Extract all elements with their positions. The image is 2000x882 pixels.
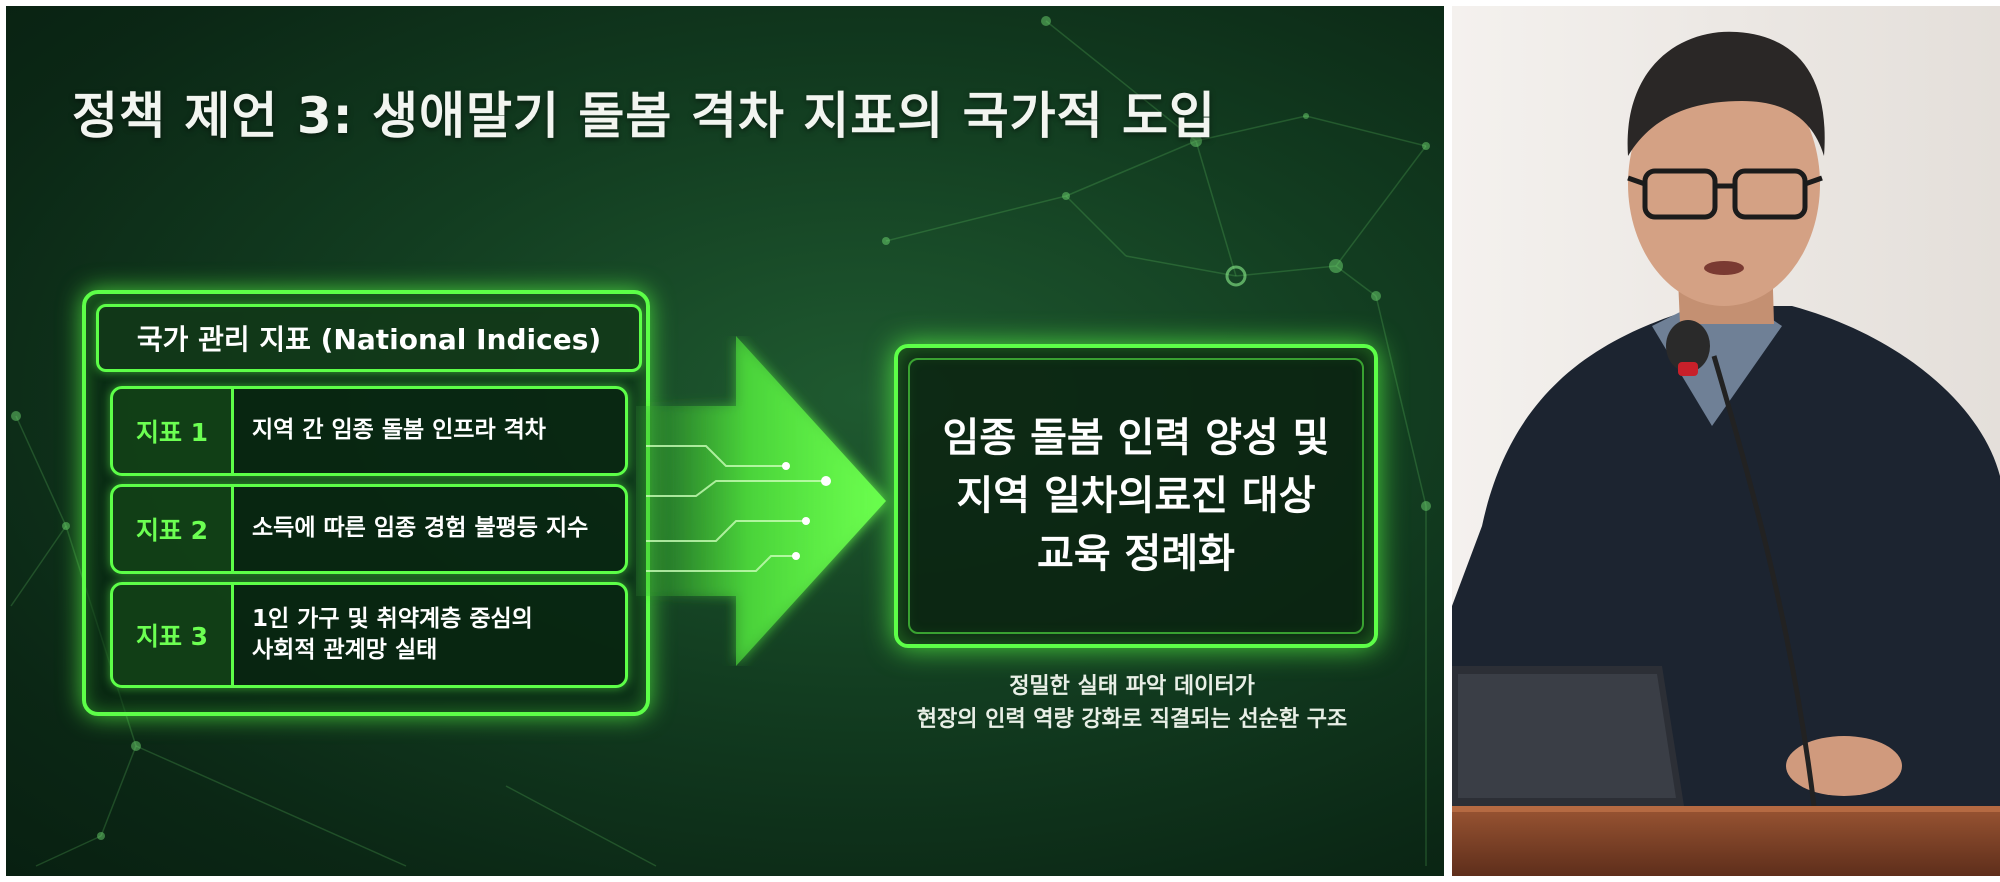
speaker-photo bbox=[1452, 6, 2000, 876]
microphone-icon bbox=[1666, 320, 1817, 807]
index-text: 지역 간 임종 돌봄 인프라 격차 bbox=[252, 417, 546, 444]
index-text: 소득에 따른 임종 경험 불평등 지수 bbox=[252, 515, 589, 542]
index-row-3: 지표 3 1인 가구 및 취약계층 중심의 사회적 관계망 실태 bbox=[110, 582, 628, 688]
index-row-2: 지표 2 소득에 따른 임종 경험 불평등 지수 bbox=[110, 484, 628, 574]
outcome-inner: 임종 돌봄 인력 양성 및 지역 일차의료진 대상 교육 정례화 bbox=[908, 358, 1364, 634]
presentation-slide: 정책 제언 3: 생애말기 돌봄 격차 지표의 국가적 도입 국가 관리 지표 … bbox=[6, 6, 1444, 876]
slide-caption: 정밀한 실태 파악 데이터가 현장의 인력 역량 강화로 직결되는 선순환 구조 bbox=[916, 674, 1348, 732]
index-row-1: 지표 1 지역 간 임종 돌봄 인프라 격차 bbox=[110, 386, 628, 476]
image-divider bbox=[1444, 0, 1452, 882]
right-arrow-icon bbox=[636, 336, 886, 666]
index-text: 1인 가구 및 취약계층 중심의 사회적 관계망 실태 bbox=[252, 605, 533, 663]
speaker-illustration bbox=[1452, 6, 2000, 876]
national-indices-panel: 국가 관리 지표 (National Indices) 지표 1 지역 간 임종… bbox=[82, 290, 650, 716]
slide-title: 정책 제언 3: 생애말기 돌봄 격차 지표의 국가적 도입 bbox=[72, 87, 1217, 145]
index-tag: 지표 1 bbox=[113, 389, 234, 473]
network-background bbox=[10, 16, 1431, 867]
indices-header: 국가 관리 지표 (National Indices) bbox=[96, 304, 642, 372]
index-tag: 지표 3 bbox=[113, 585, 234, 685]
outcome-text: 임종 돌봄 인력 양성 및 지역 일차의료진 대상 교육 정례화 bbox=[942, 415, 1330, 577]
index-tag: 지표 2 bbox=[113, 487, 234, 571]
outcome-box: 임종 돌봄 인력 양성 및 지역 일차의료진 대상 교육 정례화 bbox=[894, 344, 1378, 648]
